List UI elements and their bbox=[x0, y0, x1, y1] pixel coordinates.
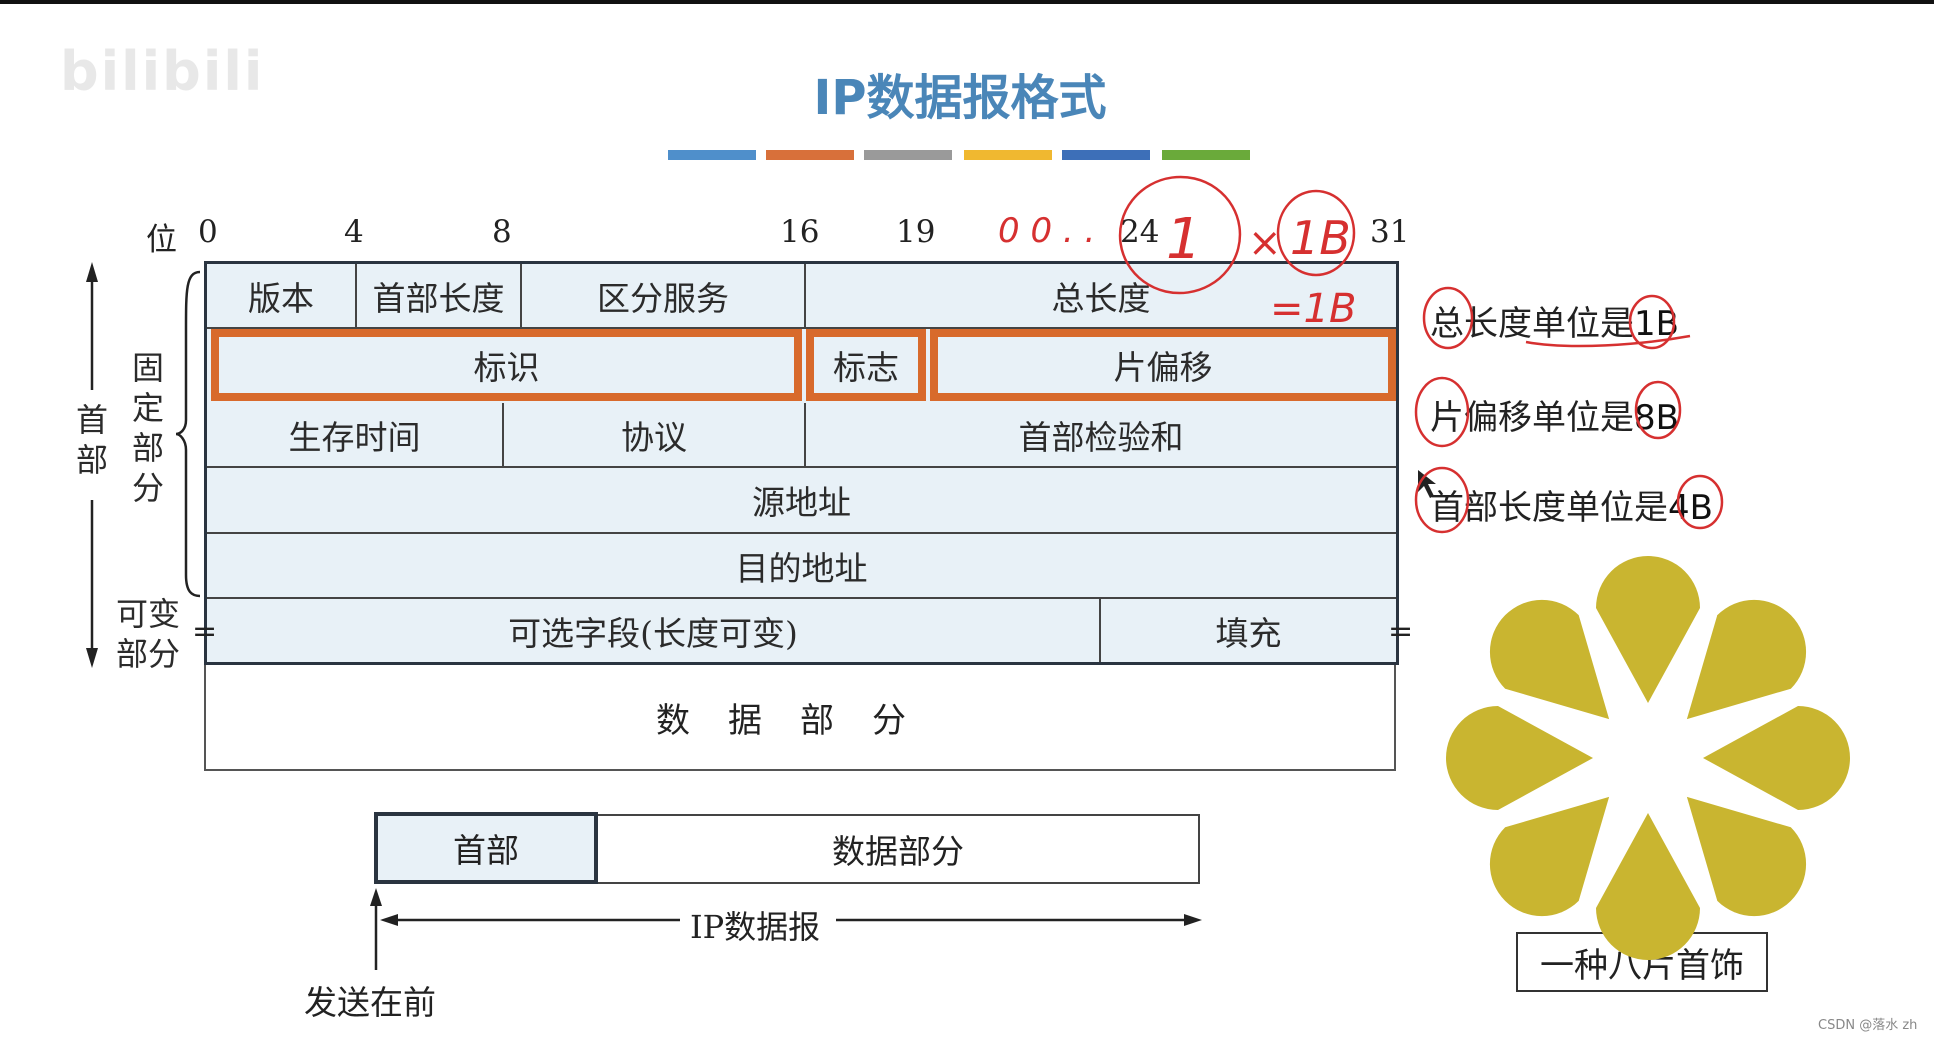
datagram-data-box: 数据部分 bbox=[598, 814, 1200, 884]
ornament-petal bbox=[1596, 556, 1700, 703]
color-stripe bbox=[864, 150, 952, 160]
handwritten-eq-one-b: =1B bbox=[1270, 286, 1356, 332]
ornament-petal bbox=[1596, 813, 1700, 960]
handwritten-circle bbox=[1422, 286, 1474, 350]
credit-text: CSDN @落水 zh bbox=[1818, 1018, 1918, 1033]
fixed-part-label: 固定部分 bbox=[132, 349, 165, 507]
datagram-arrow-right-head bbox=[1184, 914, 1202, 926]
ornament-petal bbox=[1703, 706, 1850, 810]
color-stripe bbox=[1062, 150, 1150, 160]
handwritten-one: 1 bbox=[1166, 207, 1202, 272]
total-length-field: 总长度 bbox=[806, 264, 1396, 329]
ip-header-table: 版本 首部长度 区分服务 总长度 标识 标志 片偏移 生存时间 协议 首部检验和… bbox=[204, 261, 1399, 665]
header-length-field: 首部长度 bbox=[357, 264, 522, 329]
color-stripe bbox=[668, 150, 756, 160]
header-arrow-down-head bbox=[86, 648, 98, 668]
data-part-box: 数据部分 bbox=[204, 665, 1396, 771]
handwritten-circle bbox=[1118, 175, 1242, 295]
checksum-field: 首部检验和 bbox=[806, 403, 1396, 468]
datagram-arrow-left-head bbox=[380, 914, 398, 926]
note-total-length: 总长度单位是1B bbox=[1430, 296, 1679, 345]
version-field: 版本 bbox=[207, 264, 357, 329]
send-first-label: 发送在前 bbox=[304, 983, 436, 1022]
slide-title: IP数据报格式 bbox=[813, 70, 1107, 126]
header-side-label: 首部 bbox=[76, 401, 109, 479]
handwritten-underline bbox=[1525, 334, 1691, 348]
datagram-header-box: 首部 bbox=[374, 812, 598, 884]
padding-field: 填充 bbox=[1101, 599, 1396, 662]
handwritten-one-b: 1B bbox=[1290, 211, 1351, 265]
ornament-petal bbox=[1446, 706, 1593, 810]
ornament-petal bbox=[1686, 599, 1807, 720]
variable-part-label: 可变部分 bbox=[116, 595, 181, 673]
datagram-arrow-label: IP数据报 bbox=[680, 902, 831, 948]
handwritten-zeros: 0 0 . . bbox=[998, 211, 1095, 251]
color-stripe bbox=[964, 150, 1052, 160]
note-text: 首部长度单位是 bbox=[1430, 488, 1668, 528]
handwritten-circle bbox=[1414, 376, 1470, 448]
handwritten-times: × bbox=[1248, 220, 1282, 266]
eight-petal-ornament bbox=[1446, 556, 1850, 960]
options-break-mark-right: = bbox=[1388, 614, 1414, 649]
bit-tick: 4 bbox=[344, 214, 364, 250]
dest-address-field: 目的地址 bbox=[207, 534, 1396, 599]
ornament-petal bbox=[1489, 599, 1610, 720]
bit-tick: 31 bbox=[1370, 214, 1410, 250]
color-stripe bbox=[1162, 150, 1250, 160]
ornament-petal bbox=[1686, 796, 1807, 917]
flags-field: 标志 bbox=[806, 329, 926, 401]
note-text: 总长度单位是 bbox=[1430, 304, 1634, 344]
ornament-petal bbox=[1489, 796, 1610, 917]
bit-tick: 8 bbox=[492, 214, 512, 250]
handwritten-circle bbox=[1276, 189, 1356, 277]
bit-tick: 16 bbox=[780, 214, 820, 250]
send-first-arrow-head bbox=[370, 888, 382, 906]
bit-axis-label: 位 bbox=[146, 222, 177, 258]
identification-field: 标识 bbox=[211, 329, 802, 401]
diffserv-field: 区分服务 bbox=[522, 264, 806, 329]
fixed-part-brace bbox=[175, 270, 201, 598]
options-break-mark-left: = bbox=[192, 614, 218, 649]
note-header-length: 首部长度单位是4B bbox=[1430, 480, 1713, 529]
bilibili-watermark: bilibili bbox=[60, 40, 265, 103]
bit-tick: 19 bbox=[896, 214, 936, 250]
bit-tick: 0 bbox=[198, 214, 218, 250]
handwritten-circle bbox=[1676, 474, 1724, 530]
handwritten-circle bbox=[1414, 466, 1470, 534]
source-address-field: 源地址 bbox=[207, 468, 1396, 534]
color-stripe bbox=[766, 150, 854, 160]
data-part-label: 数据部分 bbox=[656, 700, 944, 741]
top-bar bbox=[0, 0, 1934, 4]
handwritten-circle bbox=[1634, 380, 1682, 440]
fragment-offset-field: 片偏移 bbox=[930, 329, 1396, 401]
protocol-field: 协议 bbox=[504, 403, 806, 468]
handwritten-circle bbox=[1628, 294, 1676, 350]
header-arrow-up-head bbox=[86, 262, 98, 282]
options-field: 可选字段(长度可变) bbox=[207, 599, 1101, 662]
bit-tick: 24 bbox=[1120, 214, 1160, 250]
note-unit: 4B bbox=[1668, 488, 1713, 528]
ttl-field: 生存时间 bbox=[207, 403, 504, 468]
